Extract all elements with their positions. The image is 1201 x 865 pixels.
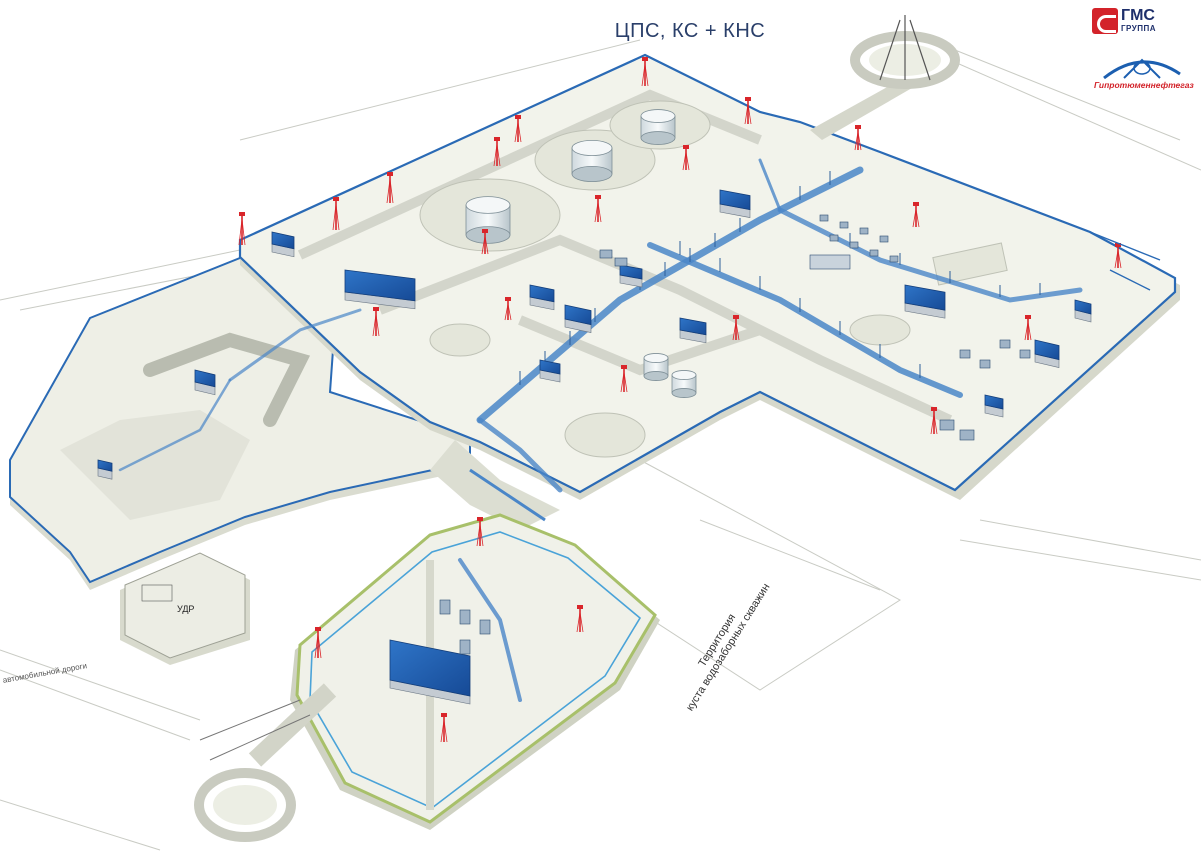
building bbox=[529, 284, 555, 311]
lightning-mast bbox=[504, 297, 512, 321]
page-title: ЦПС, КС + КНС bbox=[614, 20, 766, 42]
lightning-masts bbox=[238, 57, 1122, 743]
west-pad bbox=[9, 256, 471, 590]
terrain-lines bbox=[0, 39, 1201, 851]
lightning-mast bbox=[1024, 315, 1032, 341]
kns-pad bbox=[290, 513, 660, 830]
building bbox=[564, 304, 592, 333]
lightning-mast bbox=[912, 202, 920, 228]
lightning-mast bbox=[1114, 243, 1122, 269]
lightning-mast bbox=[682, 145, 690, 171]
lightning-mast bbox=[314, 627, 322, 659]
lightning-mast bbox=[641, 57, 649, 87]
giprotyumenneftegaz-logo-text: Гипротюменнефтегаз bbox=[1094, 80, 1194, 90]
equipment-clusters bbox=[439, 214, 1031, 655]
lightning-mast bbox=[481, 229, 489, 255]
lightning-mast bbox=[372, 307, 380, 337]
connector bbox=[430, 440, 560, 530]
storage-tanks bbox=[465, 109, 697, 398]
lightning-mast bbox=[493, 137, 501, 167]
lightning-mast bbox=[744, 97, 752, 125]
storage-tank bbox=[643, 353, 669, 381]
lightning-mast bbox=[620, 365, 628, 393]
lightning-mast bbox=[732, 315, 740, 341]
lightning-mast bbox=[476, 517, 484, 547]
building bbox=[344, 269, 416, 310]
building bbox=[389, 639, 471, 705]
flare-corridor bbox=[810, 15, 960, 140]
storage-tank bbox=[640, 109, 676, 145]
udr-pad bbox=[120, 552, 250, 665]
gms-group-logo: ГМС ГРУППА bbox=[1092, 6, 1156, 36]
storage-tank bbox=[671, 370, 697, 398]
lightning-mast bbox=[332, 197, 340, 231]
lightning-mast bbox=[930, 407, 938, 435]
fence-details bbox=[1089, 231, 1161, 291]
storage-tank bbox=[571, 139, 613, 182]
building bbox=[1074, 299, 1092, 323]
gms-logo-text: ГМС bbox=[1121, 7, 1155, 24]
lightning-mast bbox=[594, 195, 602, 223]
lightning-mast bbox=[576, 605, 584, 633]
building bbox=[984, 394, 1004, 418]
building bbox=[719, 189, 751, 218]
lightning-mast bbox=[440, 713, 448, 743]
rack-ties bbox=[519, 171, 1041, 385]
storage-tank bbox=[465, 196, 511, 244]
buildings bbox=[97, 189, 1092, 705]
lightning-mast bbox=[854, 125, 862, 151]
building bbox=[539, 359, 561, 383]
lower-flare bbox=[194, 683, 337, 842]
gms-logo-subtext: ГРУППА bbox=[1121, 24, 1157, 33]
building bbox=[271, 231, 295, 258]
building bbox=[97, 459, 113, 480]
building bbox=[619, 264, 643, 288]
lightning-mast bbox=[514, 115, 522, 143]
giprotyumenneftegaz-logo-mark bbox=[1103, 58, 1181, 80]
lightning-mast bbox=[238, 212, 246, 246]
building bbox=[1034, 339, 1060, 368]
building bbox=[194, 369, 216, 396]
building bbox=[904, 284, 946, 319]
udr-label: УДР bbox=[177, 604, 195, 614]
gms-logo-mark bbox=[1092, 8, 1118, 34]
giprotyumenneftegaz-logo: Гипротюменнефтегаз bbox=[1094, 52, 1194, 98]
building bbox=[679, 317, 707, 344]
lightning-mast bbox=[386, 172, 394, 204]
